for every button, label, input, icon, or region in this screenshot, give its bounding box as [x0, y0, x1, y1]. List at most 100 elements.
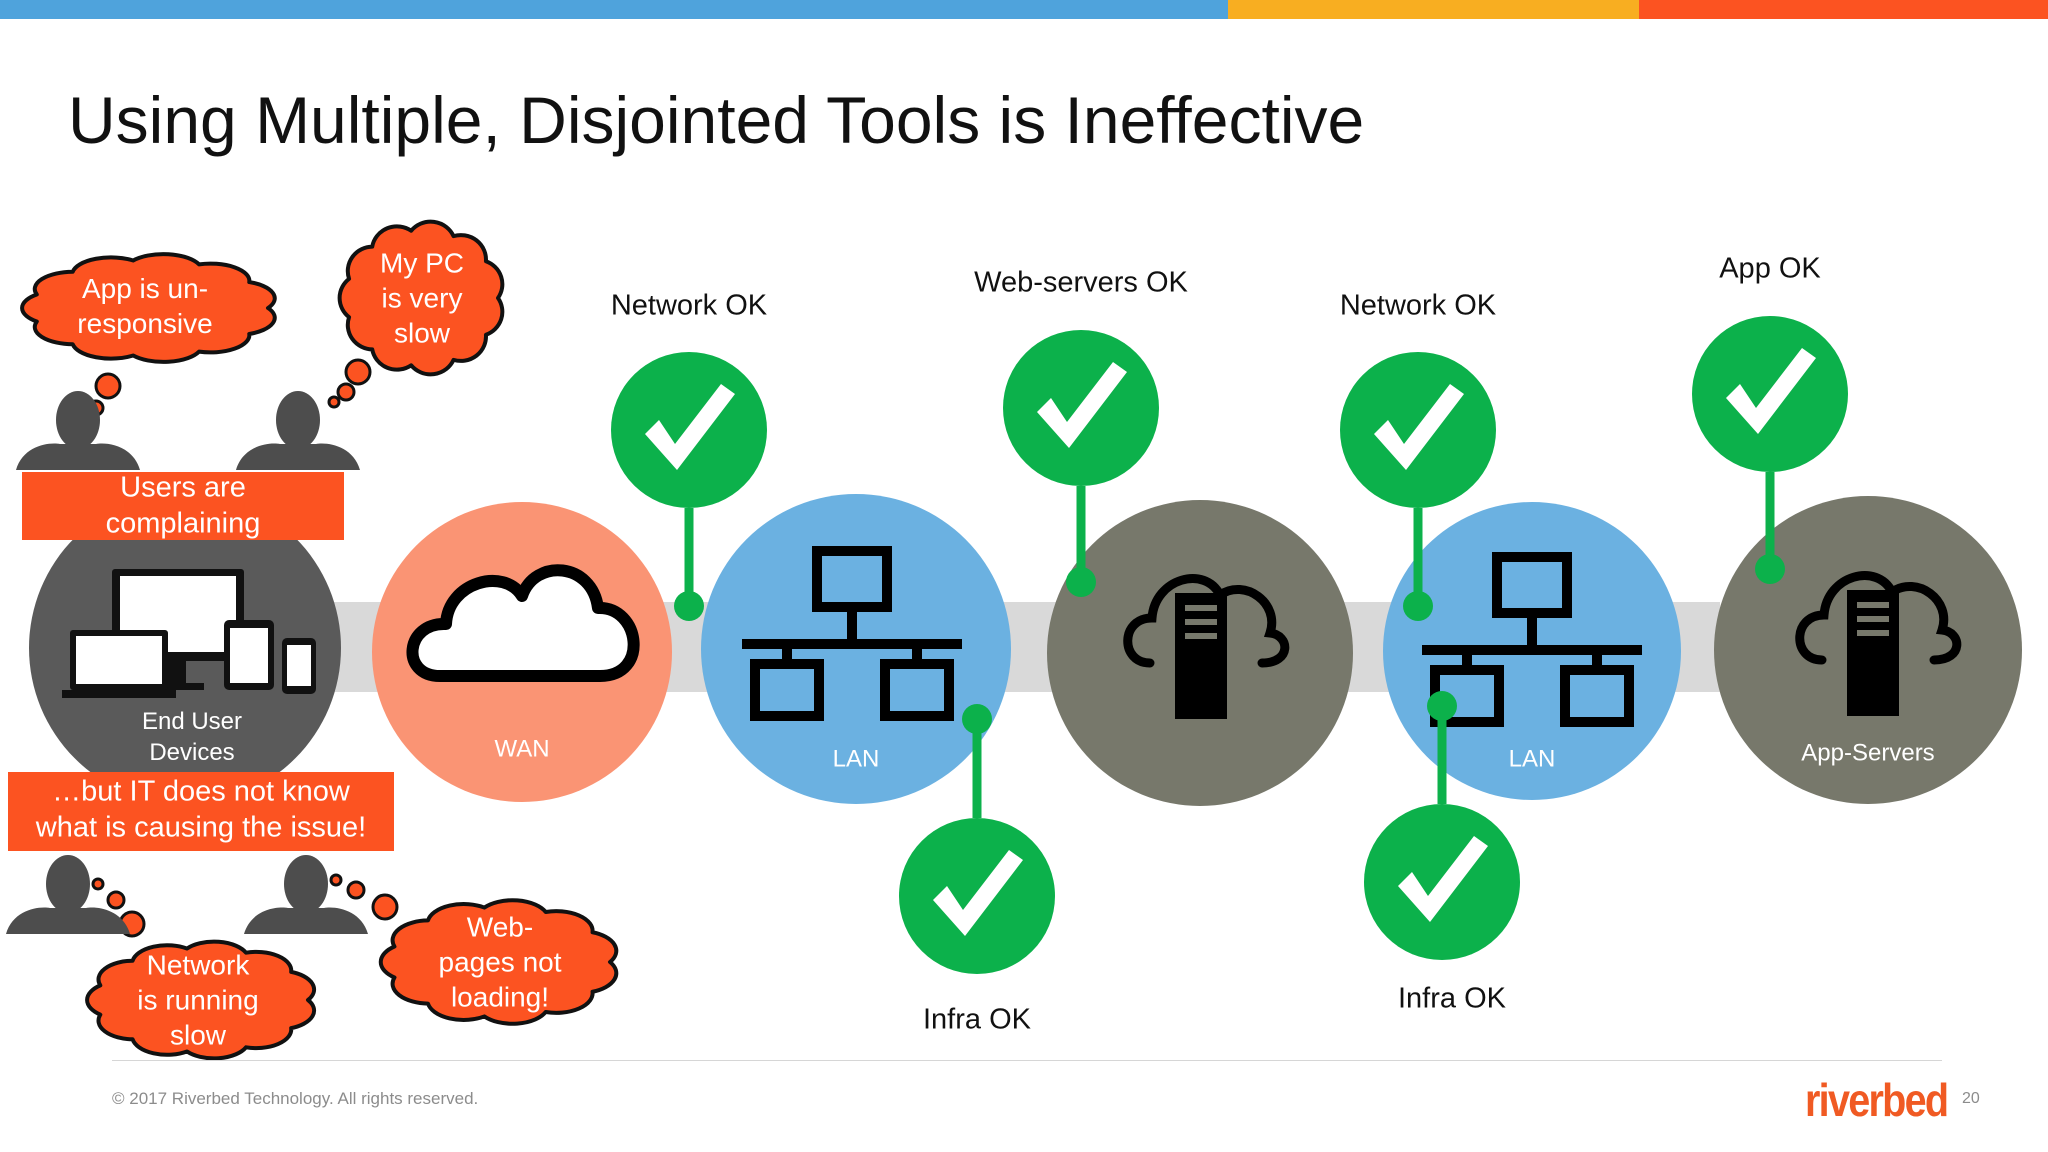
- check-label: Network OK: [1340, 290, 1497, 322]
- checkmark-icon: [645, 384, 735, 470]
- thought-bubble-text-line: slow: [394, 317, 451, 348]
- thought-dot: [371, 893, 399, 921]
- check-label: Infra OK: [1398, 983, 1507, 1015]
- thought-bubble-text-line: loading!: [451, 981, 549, 1012]
- monitor-stand: [168, 660, 186, 685]
- checkmark-icon: [1037, 362, 1127, 448]
- check-network-ok-1: Network OK: [611, 290, 768, 621]
- banner-text: Users are complaining: [106, 472, 261, 540]
- slide-title: Using Multiple, Disjointed Tools is Inef…: [68, 83, 1365, 157]
- node-label: App-Servers: [1801, 739, 1934, 766]
- network-topology-icon: [742, 546, 962, 721]
- check-connector-dot: [1755, 554, 1785, 584]
- node-label: LAN: [1509, 745, 1556, 772]
- cloud-shape: [406, 564, 640, 682]
- cloud-server-icon: [1123, 574, 1290, 719]
- person-body: [244, 907, 368, 934]
- banner-text-line: complaining: [106, 508, 261, 540]
- banner-text-line: what is causing the issue!: [35, 812, 366, 844]
- checkmark-icon: [1374, 384, 1464, 470]
- thought-bubble-text-line: responsive: [77, 308, 212, 339]
- node-label-line: LAN: [1509, 745, 1556, 772]
- thought-dot: [91, 877, 105, 891]
- server-slot: [1857, 616, 1889, 622]
- check-connector-dot: [1403, 591, 1433, 621]
- thought-bubble-my-pc-slow: [337, 219, 505, 377]
- check-infra-ok-1: Infra OK: [899, 704, 1055, 1036]
- server-slot: [1857, 630, 1889, 636]
- top-accent-bar-yellow: [1228, 0, 1639, 19]
- thought-dot: [94, 372, 122, 400]
- devices-icon: [62, 569, 316, 698]
- thought-bubble-text-line: slow: [170, 1019, 227, 1050]
- thought-bubble-text-line: pages not: [439, 946, 562, 977]
- topology-right-box: [1560, 665, 1634, 727]
- thought-dot: [346, 880, 366, 900]
- phone-screen: [287, 645, 311, 686]
- banner-it-does-not-know: …but IT does not know what is causing the…: [8, 772, 394, 851]
- banner-text-line: …but IT does not know: [52, 776, 351, 808]
- person-body: [6, 907, 130, 934]
- thought-bubble-text-line: My PC: [380, 247, 464, 278]
- check-connector-dot: [674, 591, 704, 621]
- node-label-line: App-Servers: [1801, 739, 1934, 766]
- node-label-line: End User: [142, 708, 242, 735]
- top-accent-bar-orange: [1639, 0, 2048, 19]
- cloud-outline: [1795, 571, 1962, 665]
- check-connector-dot: [1066, 567, 1096, 597]
- top-accent-bar-blue: [0, 0, 1228, 19]
- server-slot: [1185, 605, 1217, 611]
- person-head: [284, 855, 328, 913]
- person-head: [276, 391, 320, 449]
- banner-background: [22, 472, 344, 540]
- cloud-icon: [406, 564, 640, 682]
- banner-users-complaining: Users are complaining: [22, 472, 344, 540]
- node-label-line: WAN: [494, 735, 549, 762]
- check-label: Infra OK: [923, 1004, 1032, 1036]
- server-tower: [1847, 590, 1899, 716]
- laptop-screen: [76, 636, 162, 684]
- laptop-base: [62, 690, 176, 698]
- checkmark-icon: [1398, 836, 1488, 922]
- thought-dot: [327, 395, 341, 409]
- check-connector-dot: [962, 704, 992, 734]
- checkmark-icon: [1726, 348, 1816, 434]
- person-head: [46, 855, 90, 913]
- checkmark-icon: [933, 850, 1023, 936]
- thought-bubble-text-line: App is un-: [82, 273, 208, 304]
- monitor-base: [150, 683, 204, 690]
- user-person-icon: [236, 391, 360, 470]
- person-body: [16, 443, 140, 470]
- server-slot: [1185, 619, 1217, 625]
- thought-bubble-text-line: Network: [147, 949, 251, 980]
- thought-bubble-text: App is un-responsive: [77, 273, 212, 339]
- node-label-line: LAN: [833, 745, 880, 772]
- thought-bubble-network-slow: [85, 939, 317, 1061]
- thought-dot: [336, 382, 356, 402]
- thought-bubble-text-line: is very: [382, 282, 463, 313]
- check-network-ok-2: Network OK: [1340, 290, 1497, 621]
- user-person-icon: [16, 391, 140, 470]
- check-infra-ok-2: Infra OK: [1364, 691, 1520, 1015]
- thought-bubble-text: My PC is very slow: [380, 247, 464, 348]
- cloud-outline: [1123, 574, 1290, 668]
- check-label: Web-servers OK: [974, 267, 1188, 299]
- cloud-server-icon: [1795, 571, 1962, 716]
- thought-bubble-webpages-not-loading: [378, 898, 619, 1026]
- copyright-text: © 2017 Riverbed Technology. All rights r…: [112, 1089, 479, 1108]
- thought-dot: [344, 358, 372, 386]
- user-person-icon: [244, 855, 368, 934]
- banner-background: [8, 772, 394, 851]
- node-label: WAN: [494, 735, 549, 762]
- thought-dot: [329, 873, 343, 887]
- server-slot: [1857, 602, 1889, 608]
- topology-right-box: [880, 659, 954, 721]
- thought-bubble-app-unresponsive: [20, 252, 277, 364]
- server-slot: [1185, 633, 1217, 639]
- banner-text-line: Users are: [120, 472, 246, 504]
- footer-divider: [112, 1060, 1942, 1061]
- check-connector-dot: [1427, 691, 1457, 721]
